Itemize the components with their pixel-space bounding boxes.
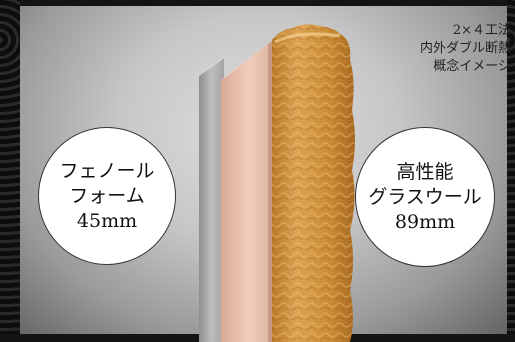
foam-badge-line-1: フェノール — [59, 159, 155, 182]
phenolic-foam-top — [221, 41, 272, 80]
phenolic-foam-edge — [268, 41, 272, 342]
glass-wool-badge: 高性能 グラスウール 89mm — [355, 127, 495, 267]
gypsum-board-front — [199, 58, 224, 342]
gypsum-board-top — [199, 54, 228, 76]
caption-line-1: 2×４工法 — [452, 23, 511, 38]
foam-badge-line-2: フォーム — [69, 184, 145, 207]
caption-line-2: 内外ダブル断熱 — [419, 41, 511, 56]
glass-badge-thickness: 89mm — [394, 210, 456, 233]
decorative-frame-top — [0, 0, 515, 6]
phenolic-foam-badge: フェノール フォーム 45mm — [38, 127, 176, 265]
decorative-frame-left — [0, 0, 20, 342]
foam-badge-thickness: 45mm — [76, 209, 138, 232]
glass-badge-line-1: 高性能 — [396, 160, 454, 183]
phenolic-foam-board — [221, 44, 268, 342]
glass-badge-line-2: グラスウール — [368, 185, 482, 208]
caption-line-3: 概念イメージ — [433, 59, 511, 74]
concept-caption: 2×４工法 内外ダブル断熱 概念イメージ — [361, 22, 511, 76]
decorative-frame-right — [507, 0, 515, 342]
